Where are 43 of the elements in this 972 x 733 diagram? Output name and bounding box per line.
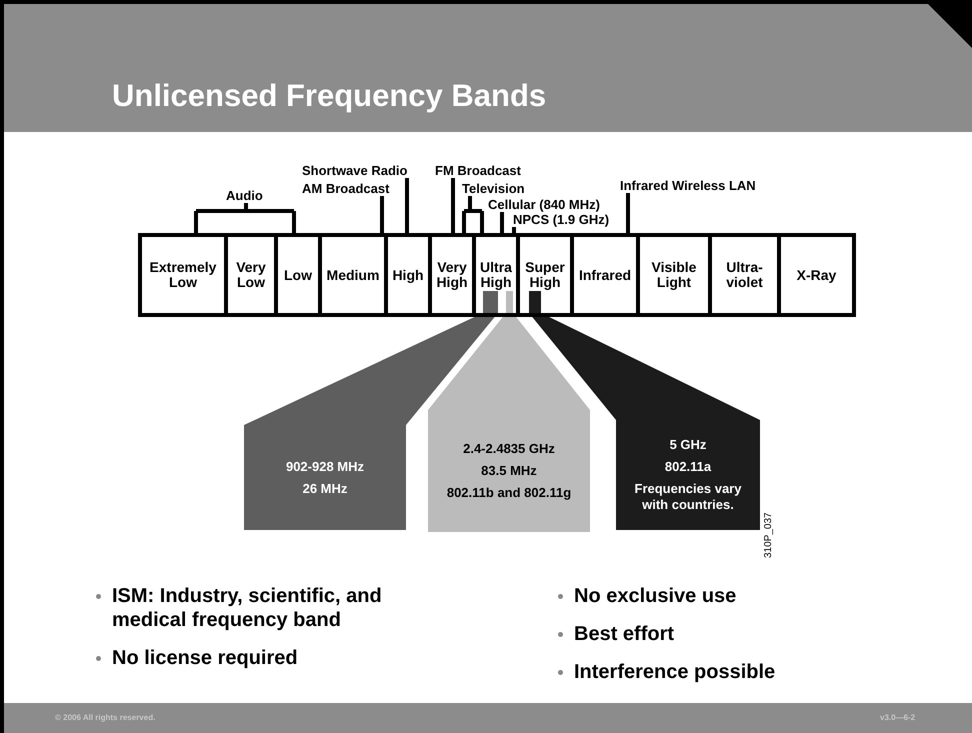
slide-title: Unlicensed Frequency Bands — [112, 78, 546, 114]
band-cell: Visible Light — [636, 233, 708, 317]
band-cell: X-Ray — [777, 233, 856, 317]
spectrum-label: NPCS (1.9 GHz) — [513, 212, 610, 227]
bullet-text: ISM: Industry, scientific, and medical frequency band — [112, 584, 383, 632]
leader-line — [405, 178, 409, 233]
band-cell: Medium — [318, 233, 384, 317]
band-cell: High — [384, 233, 428, 317]
frequency-strip — [483, 291, 498, 313]
leader-line — [380, 196, 384, 233]
band-cell: Ultra High — [472, 233, 516, 317]
leader-line — [451, 178, 455, 233]
bullet-text: No exclusive use — [574, 584, 738, 608]
bullet-text: Best effort — [574, 622, 676, 646]
spectrum-label: Audio — [226, 188, 263, 203]
band-cell: Very Low — [224, 233, 274, 317]
spectrum-label: Television — [462, 181, 525, 196]
leader-line — [512, 227, 516, 233]
band-cell: Ultra-violet — [708, 233, 777, 317]
leader-line — [626, 193, 630, 233]
spectrum-label: Cellular (840 MHz) — [488, 197, 600, 212]
bracket-line — [462, 194, 484, 235]
callout-box: 2.4-2.4835 GHz 83.5 MHz 802.11b and 802.11g — [428, 410, 590, 532]
band-cell: Super High — [516, 233, 570, 317]
copyright-text: © 2006 All rights reserved. — [55, 713, 156, 722]
callout-box: 902-928 MHz 26 MHz — [244, 425, 406, 530]
frequency-strip — [529, 291, 541, 313]
spectrum-label: Infrared Wireless LAN — [620, 178, 756, 193]
band-cell: Infrared — [570, 233, 636, 317]
page-number: v3.0—6-2 — [880, 713, 916, 722]
band-cell: Extremely Low — [138, 233, 224, 317]
bracket-line — [194, 201, 296, 235]
bullet-text: Interference possible — [574, 660, 776, 684]
callout-box: 5 GHz 802.11a Frequencies vary with countries. — [616, 420, 760, 530]
figure-id: 310P_037 — [763, 512, 774, 558]
spectrum-label: Shortwave Radio — [302, 163, 408, 178]
leader-line — [500, 212, 504, 233]
band-cell: Very High — [428, 233, 472, 317]
spectrum-label: AM Broadcast — [302, 181, 390, 196]
spectrum-label: FM Broadcast — [435, 163, 521, 178]
band-cell: Low — [274, 233, 318, 317]
frequency-strip — [506, 291, 513, 313]
bullet-text: No license required — [112, 646, 299, 670]
